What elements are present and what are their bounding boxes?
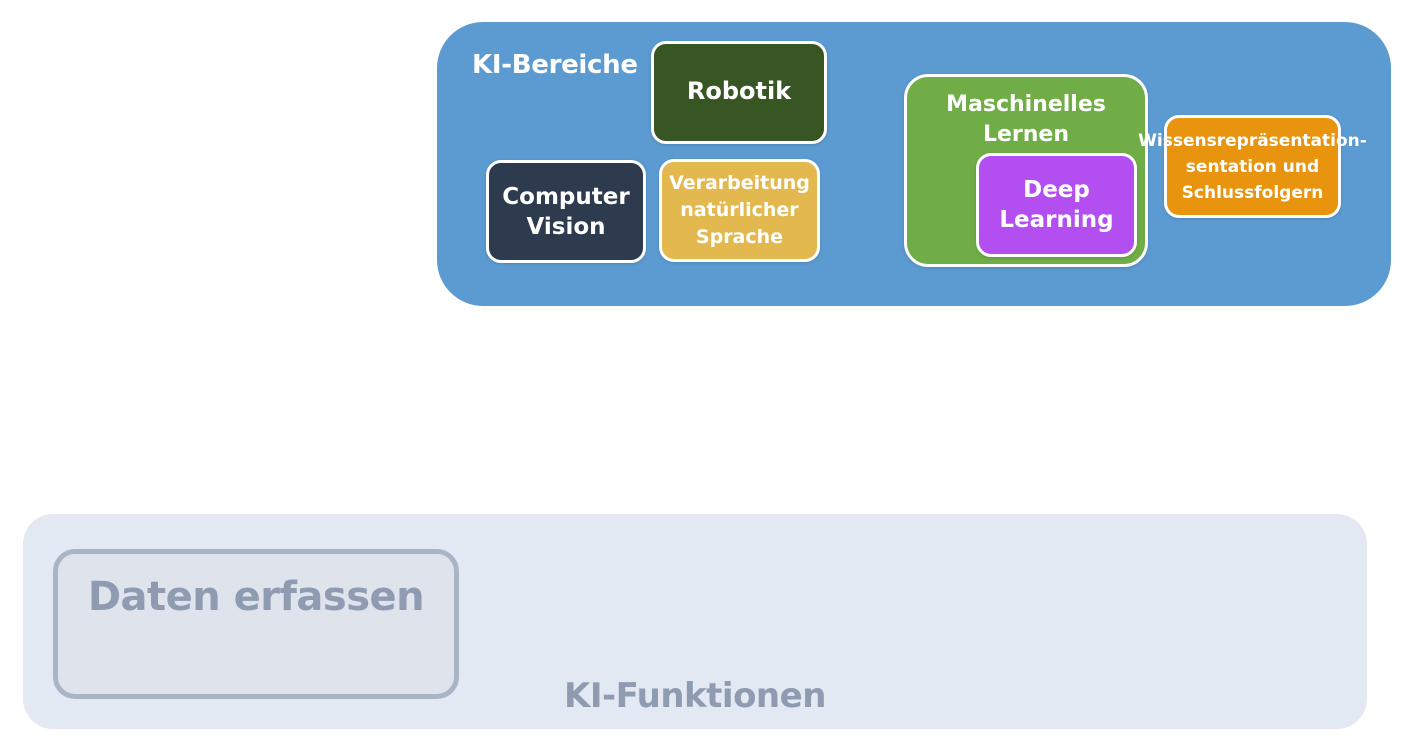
machine-learning-label-line-2: Lernen xyxy=(982,122,1070,147)
collect-data-box: Daten erfassen xyxy=(53,549,459,699)
robotics-label: Robotik xyxy=(686,76,792,105)
knowledge-representation-box: Wissensrepräsentation- sentation und Sch… xyxy=(1138,115,1367,218)
machine-learning-label: Maschinelles Lernen xyxy=(907,90,1145,150)
robotics-box: Robotik xyxy=(651,41,827,144)
nlp-box: Verarbeitung natürlicher Sprache xyxy=(659,159,820,262)
ai-functions-title: KI-Funktionen xyxy=(564,676,826,716)
deep-learning-box: Deep Learning xyxy=(976,153,1137,257)
collect-data-label: Daten erfassen xyxy=(87,574,425,620)
nlp-label-line-1: Verarbeitung xyxy=(669,172,810,194)
computer-vision-box: Computer Vision xyxy=(486,160,646,263)
deep-learning-label-line-2: Learning xyxy=(999,207,1114,233)
knowledge-representation-label-line-3: Schlussfolgern xyxy=(1181,182,1324,203)
knowledge-representation-label-line-2: sentation und xyxy=(1185,156,1320,177)
nlp-label-line-3: Sprache xyxy=(695,226,784,248)
computer-vision-label-line-1: Computer xyxy=(502,183,630,210)
deep-learning-label-line-1: Deep xyxy=(1023,177,1090,203)
machine-learning-label-line-1: Maschinelles xyxy=(946,92,1106,117)
ai-areas-title: KI-Bereiche xyxy=(472,50,638,80)
nlp-label-line-2: natürlicher xyxy=(680,199,799,221)
knowledge-representation-label-line-1: Wissensrepräsentation- xyxy=(1138,130,1367,151)
computer-vision-label-line-2: Vision xyxy=(526,213,606,240)
